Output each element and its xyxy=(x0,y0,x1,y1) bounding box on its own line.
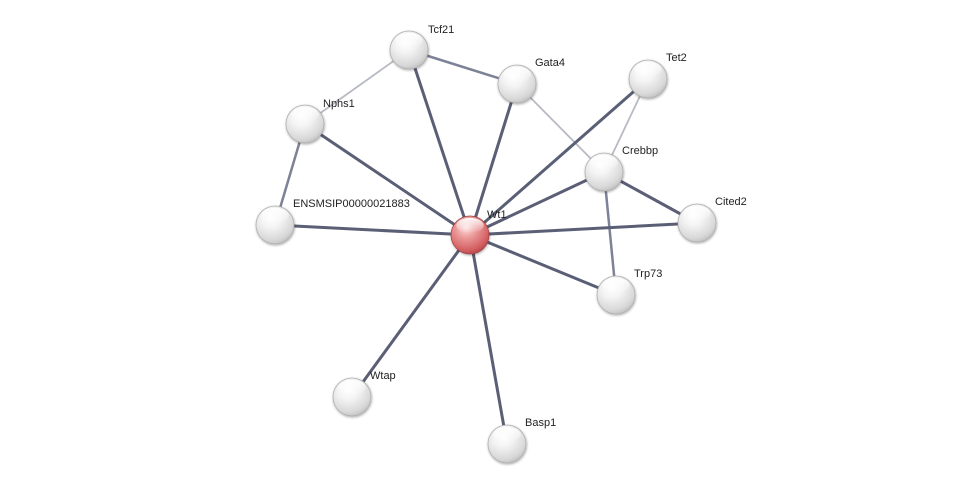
edge-tcf21-nphs1[interactable] xyxy=(304,49,410,125)
edge-gata4-crebbp[interactable] xyxy=(516,83,605,173)
node-highlight xyxy=(602,277,630,294)
node-basp1[interactable]: Basp1 xyxy=(487,417,556,464)
node-label-basp1: Basp1 xyxy=(525,417,556,429)
node-highlight xyxy=(503,66,531,83)
edge-wt1-ensmsip[interactable] xyxy=(273,223,472,237)
node-highlight xyxy=(456,217,484,234)
edge-wt1-crebbp[interactable] xyxy=(468,170,606,237)
node-gata4[interactable]: Gata4 xyxy=(497,57,565,104)
node-label-ensmsip: ENSMSIP00000021883 xyxy=(293,198,410,210)
node-highlight xyxy=(261,207,289,224)
edge-wt1-tet2[interactable] xyxy=(468,77,650,237)
node-highlight xyxy=(683,205,711,222)
edge-wt1-nphs1[interactable] xyxy=(303,122,472,237)
edge-crebbp-trp73[interactable] xyxy=(602,170,618,297)
node-highlight xyxy=(395,32,423,49)
node-label-crebbp: Crebbp xyxy=(622,145,658,157)
node-label-nphs1: Nphs1 xyxy=(323,98,355,110)
edge-wt1-cited2[interactable] xyxy=(468,221,699,237)
node-label-trp73: Trp73 xyxy=(634,268,662,280)
node-tet2[interactable]: Tet2 xyxy=(628,52,687,99)
edge-wt1-trp73[interactable] xyxy=(468,233,618,297)
node-label-gata4: Gata4 xyxy=(535,57,565,69)
node-wtap[interactable]: Wtap xyxy=(332,370,396,417)
node-ensmsip[interactable]: ENSMSIP00000021883 xyxy=(255,198,410,245)
edge-wt1-basp1[interactable] xyxy=(468,233,509,446)
node-label-wt1: Wt1 xyxy=(487,209,507,221)
node-highlight xyxy=(493,426,521,443)
node-nphs1[interactable]: Nphs1 xyxy=(285,98,355,144)
edge-wt1-wtap[interactable] xyxy=(350,233,472,399)
edge-wt1-gata4[interactable] xyxy=(468,82,519,237)
node-label-tet2: Tet2 xyxy=(666,52,687,64)
node-label-cited2: Cited2 xyxy=(715,196,747,208)
node-label-wtap: Wtap xyxy=(370,370,396,382)
node-highlight xyxy=(291,106,319,123)
node-cited2[interactable]: Cited2 xyxy=(677,196,747,243)
node-label-tcf21: Tcf21 xyxy=(428,24,454,36)
node-highlight xyxy=(338,379,366,396)
node-crebbp[interactable]: Crebbp xyxy=(584,145,658,192)
node-wt1[interactable]: Wt1 xyxy=(450,209,507,255)
node-tcf21[interactable]: Tcf21 xyxy=(389,24,454,70)
edge-wt1-tcf21[interactable] xyxy=(407,48,472,237)
node-trp73[interactable]: Trp73 xyxy=(596,268,662,315)
node-highlight xyxy=(634,61,662,78)
node-highlight xyxy=(590,154,618,171)
